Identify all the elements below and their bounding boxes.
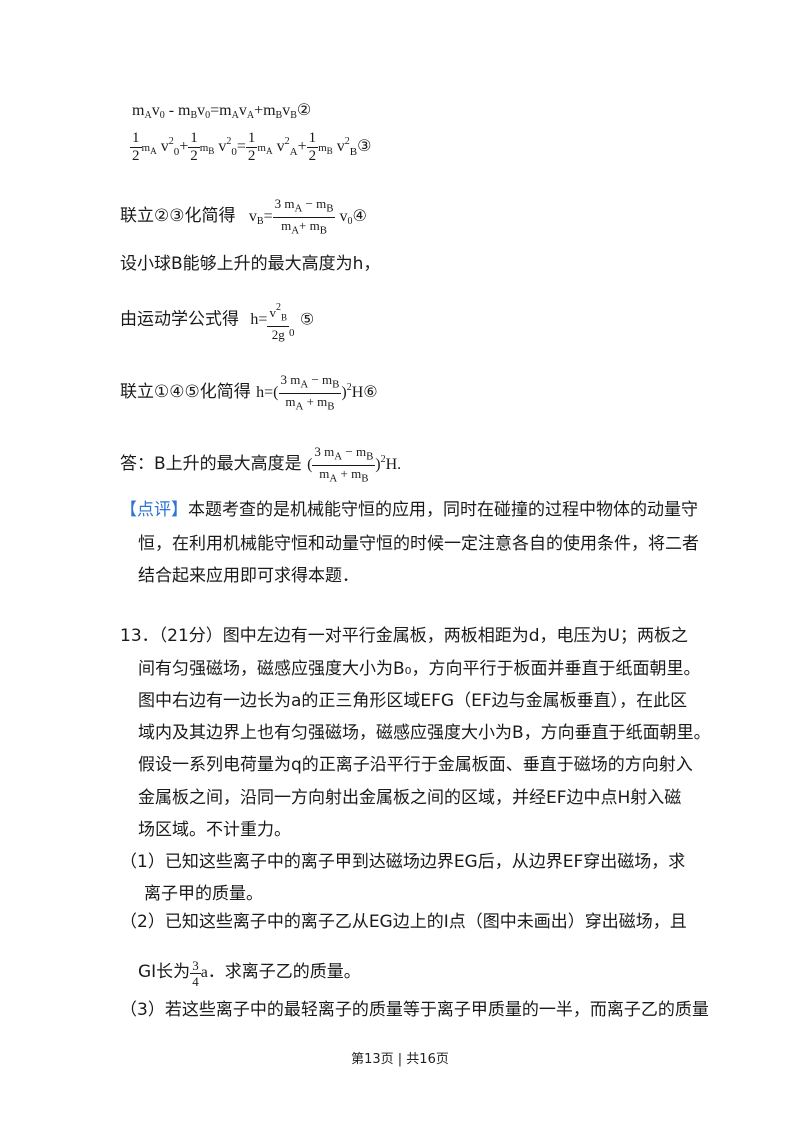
question-13-line-5: 假设一系列电荷量为q的正离子沿平行于金属板面、垂直于磁场的方向射入 <box>138 755 693 775</box>
question-13-line-3: 图中右边有一边长为a的正三角形区域EFG（EF边与金属板垂直），在此区 <box>138 691 688 711</box>
part-1-line-2: 离子甲的质量。 <box>144 884 263 904</box>
comment-line-2: 恒，在利用机械能守恒和动量守恒的时候一定注意各自的使用条件，将二者 <box>138 534 699 554</box>
question-13-line-6: 金属板之间，沿同一方向射出金属板之间的区域，并经EF边中点H射入磁 <box>138 788 682 808</box>
page-footer: 第13页 | 共16页 <box>351 1052 449 1067</box>
momentum-equation: mAv0 - mBv0=mAvA+mBvB② <box>132 102 312 121</box>
comment-line-3: 结合起来应用即可求得本题． <box>138 566 359 586</box>
comment-line-1: 【点评】本题考查的是机械能守恒的应用，同时在碰撞的过程中物体的动量守 <box>120 500 698 520</box>
comment-tag: 【点评】 <box>120 500 188 520</box>
question-13-line-2: 间有匀强磁场，磁感应强度大小为B₀，方向平行于板面并垂直于纸面朝里。 <box>138 659 701 679</box>
part-2-line-1: （2）已知这些离子中的离子乙从EG边上的I点（图中未画出）穿出磁场，且 <box>120 912 687 932</box>
question-13-line-7: 场区域。不计重力。 <box>138 820 291 840</box>
question-13-line-4: 域内及其边界上也有匀强磁场，磁感应强度大小为B，方向垂直于纸面朝里。 <box>138 723 711 743</box>
part-3-line-1: （3）若这些离子中的最轻离子的质量等于离子甲质量的一半，而离子乙的质量 <box>120 1000 709 1020</box>
part-1-line-1: （1）已知这些离子中的离子甲到达磁场边界EG后，从边界EF穿出磁场，求 <box>120 852 686 872</box>
derivation-line-5: 设小球B能够上升的最大高度为h， <box>120 254 381 274</box>
question-13-line-1: 13．（21分）图中左边有一对平行金属板，两板相距为d，电压为U；两板之 <box>120 626 688 646</box>
